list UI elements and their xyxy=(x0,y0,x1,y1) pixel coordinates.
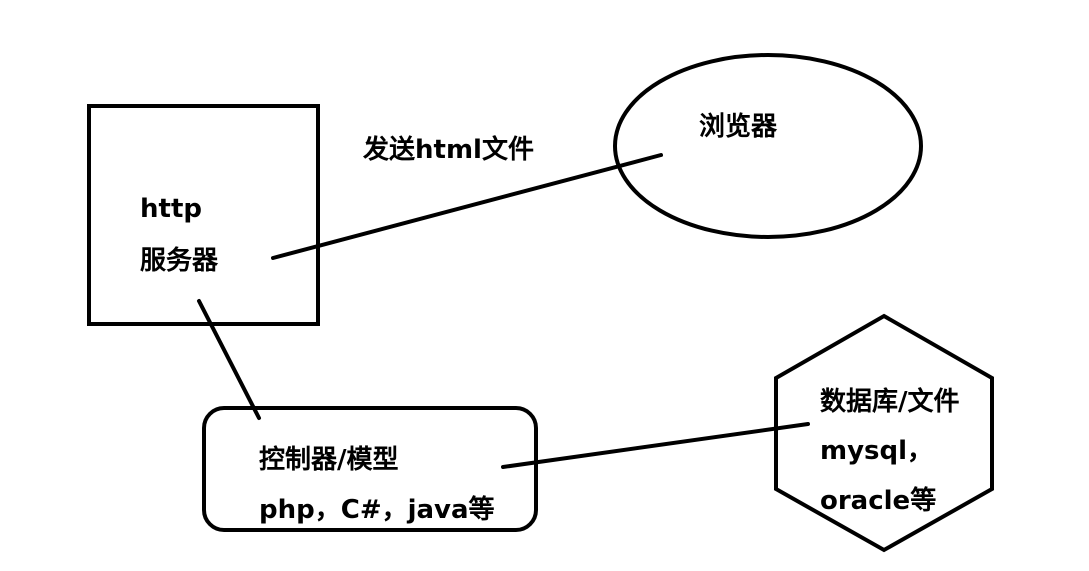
controller-label-line2: php，C#，java等 xyxy=(259,495,495,525)
controller-box xyxy=(202,406,538,532)
server-box xyxy=(87,104,320,326)
server-label-line1: http xyxy=(140,194,202,224)
edge-label-send-html: 发送html文件 xyxy=(363,135,534,165)
controller-label-line1: 控制器/模型 xyxy=(259,445,399,475)
database-hexagon xyxy=(774,313,994,553)
connector-server-controller xyxy=(197,299,261,420)
server-label-line2: 服务器 xyxy=(140,246,219,276)
database-label-line1: 数据库/文件 xyxy=(820,387,960,417)
browser-label: 浏览器 xyxy=(699,112,778,142)
browser-ellipse xyxy=(613,53,923,239)
database-label-line3: oracle等 xyxy=(820,486,937,516)
database-label-line2: mysql， xyxy=(820,436,934,466)
connector-server-browser xyxy=(271,153,663,260)
connector-controller-database xyxy=(501,422,810,469)
